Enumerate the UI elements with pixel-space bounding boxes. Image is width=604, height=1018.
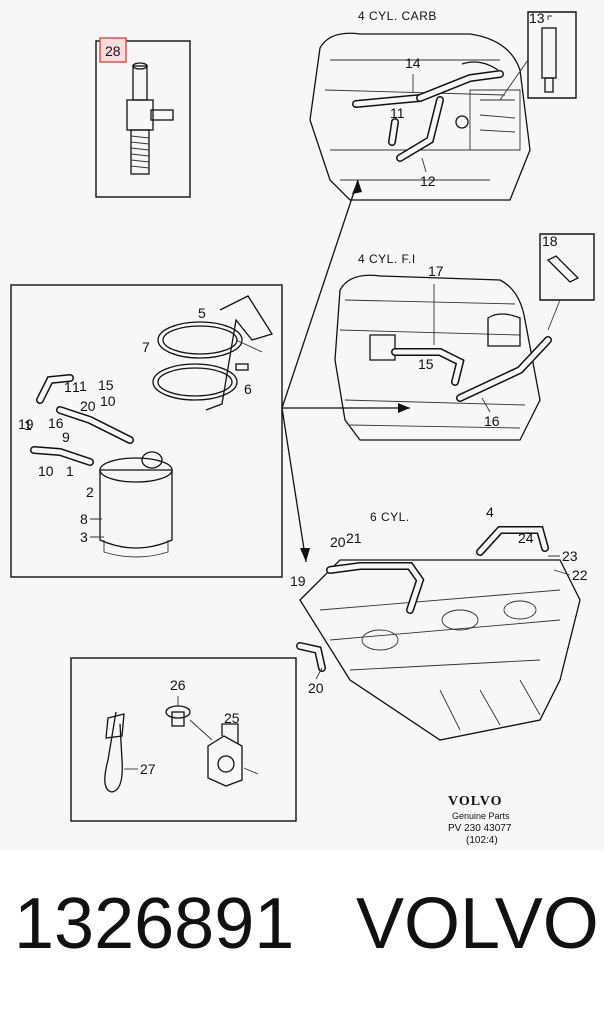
callout-10-upper: 20	[80, 398, 96, 414]
callout-16: 16	[484, 413, 500, 429]
clamp-rings-drawing	[152, 295, 274, 411]
callout-28: 28	[105, 43, 121, 59]
callout-19-canister: 15	[98, 377, 114, 393]
canister-drawing	[99, 451, 173, 558]
fitting-28-drawing	[126, 62, 174, 175]
callout-14: 14	[405, 55, 421, 71]
hoses-six	[296, 526, 549, 672]
callout-1-bottom: 10	[38, 463, 54, 479]
callout-15: 15	[418, 356, 434, 372]
brand-name: VOLVO	[356, 884, 599, 964]
callout-28-highlight	[99, 37, 127, 63]
pv-number-label: PV 230 43077	[448, 823, 512, 834]
callout-24: 24	[518, 530, 534, 546]
revision-label: (102:4)	[466, 835, 498, 846]
callout-26: 26	[170, 677, 186, 693]
part-number: 1326891	[14, 884, 295, 964]
bolt-26-drawing	[165, 705, 191, 727]
section-label-carb: 4 CYL. CARB	[358, 9, 437, 23]
callout-27: 27	[140, 761, 156, 777]
parts-diagram: 28 4 CYL. CARB 14 11 12 13 4 CYL. F.I	[10, 9, 595, 846]
inset-box-canister	[10, 284, 283, 578]
canister-hoses	[30, 374, 134, 466]
hoses-carb	[352, 61, 504, 162]
callout-15-canister: 1	[79, 378, 87, 394]
callout-1-b: 1	[72, 379, 80, 395]
tie-strap-27-drawing	[104, 711, 125, 793]
callout-3: 8	[80, 511, 88, 527]
elbow-18-drawing	[546, 255, 580, 283]
inset-box-13	[527, 11, 577, 99]
callout-20-six-top: 20	[330, 534, 346, 550]
inset-box-28	[95, 40, 191, 198]
callout-23: 23	[562, 548, 578, 564]
callout-22: 22	[572, 567, 588, 583]
connector-arrows	[281, 179, 410, 563]
clip-25-drawing	[189, 719, 259, 787]
callout-2: 1	[66, 463, 74, 479]
callout-12: 12	[420, 173, 436, 189]
diagram-svg: 28 4 CYL. CARB 14 11 12 13 4 CYL. F.I	[10, 9, 595, 846]
callout-16-canister: 1	[24, 417, 32, 433]
section-label-fi: 4 CYL. F.I	[358, 252, 416, 266]
engine-six-drawing	[299, 559, 581, 741]
callout-18: 18	[542, 233, 558, 249]
callout-17: 17	[428, 263, 444, 279]
engine-fi-drawing	[334, 274, 541, 441]
callout-6: 6	[244, 381, 252, 397]
callout-7: 7	[142, 339, 150, 355]
volvo-logo-text: VOLVO	[448, 794, 503, 809]
genuine-parts-label: Genuine Parts	[452, 811, 510, 821]
inset-box-clamps	[70, 657, 297, 822]
callout-10-lower: 9	[62, 429, 70, 445]
callout-13: 13	[529, 10, 545, 26]
callout-21: 21	[346, 530, 362, 546]
callout-25: 25	[224, 710, 240, 726]
valve-13-drawing	[541, 27, 557, 93]
hoses-fi	[391, 336, 552, 402]
callout-4: 3	[80, 529, 88, 545]
callout-20-six: 20	[308, 680, 324, 696]
callout-5: 5	[198, 305, 206, 321]
engine-carb-drawing	[309, 32, 531, 201]
callout-20-canister: 16	[48, 415, 64, 431]
callout-8: 2	[86, 484, 94, 500]
callout-1-upper: 1	[64, 379, 72, 395]
callout-19-six-top: 4	[486, 504, 494, 520]
callout-19-six: 19	[290, 573, 306, 589]
inset-box-18	[539, 233, 595, 301]
callout-11: 11	[390, 105, 405, 121]
section-label-six: 6 CYL.	[370, 510, 410, 524]
callout-9: 10	[100, 393, 116, 409]
callout-1-left: 19	[18, 416, 34, 432]
